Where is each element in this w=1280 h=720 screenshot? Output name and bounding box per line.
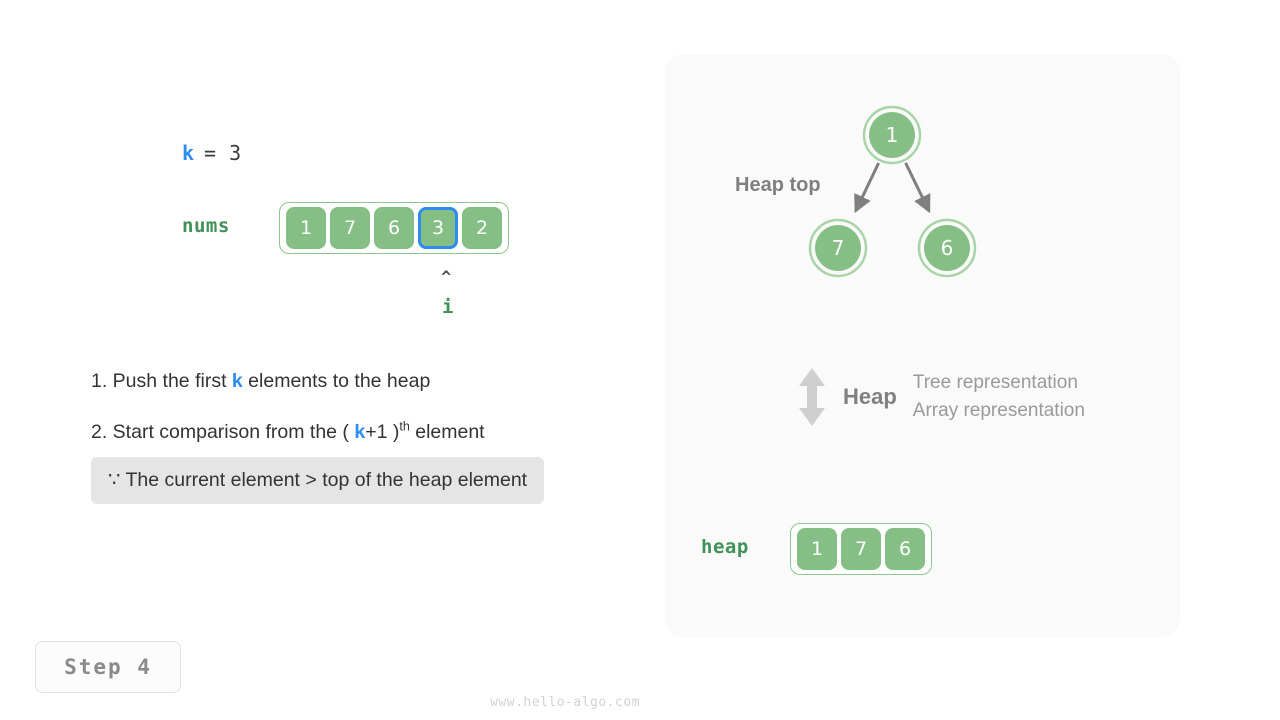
step-2-suffix: element xyxy=(409,421,485,444)
tree-node-root: 1 xyxy=(862,105,922,165)
heap-cell: 7 xyxy=(841,528,881,570)
legend-array-representation: Array representation xyxy=(912,400,1085,421)
k-variable-name: k xyxy=(182,141,196,165)
step-2-line: 2. Start comparison from the ( k+1 )th e… xyxy=(91,419,651,445)
step-badge: Step 4 xyxy=(35,641,181,693)
nums-cell: 6 xyxy=(374,207,414,249)
tree-node-ring xyxy=(808,218,868,278)
tree-node-value: 1 xyxy=(886,123,899,147)
tree-node-value: 6 xyxy=(941,236,954,260)
tree-node-ring xyxy=(917,218,977,278)
nums-cell: 1 xyxy=(286,207,326,249)
heap-top-label: Heap top xyxy=(735,174,821,196)
step-2-prefix: 2. Start comparison from the ( xyxy=(91,421,355,444)
tree-node-circle xyxy=(869,112,915,158)
pointer-index-label: i xyxy=(442,296,454,318)
k-equals-sign: = xyxy=(204,141,218,165)
step-1-prefix: 1. Push the first xyxy=(91,370,232,392)
tree-edge xyxy=(904,162,931,214)
nums-cell: 3 xyxy=(418,207,458,249)
step-1-suffix: elements to the heap xyxy=(242,370,431,392)
nums-cell: 7 xyxy=(330,207,370,249)
double-arrow-vertical-icon xyxy=(799,368,825,426)
nums-cell: 2 xyxy=(462,207,502,249)
pointer-caret-icon: ^ xyxy=(441,268,452,288)
tree-edges xyxy=(854,162,931,214)
legend-lines: Tree representation Array representation xyxy=(913,369,1085,424)
watermark: www.hello-algo.com xyxy=(490,695,640,710)
step-1-line: 1. Push the first k elements to the heap xyxy=(91,368,651,394)
nums-array-label: nums xyxy=(182,215,230,237)
k-variable-row: k = 3 xyxy=(182,141,242,165)
k-variable-value: 3 xyxy=(229,141,243,165)
heap-array-label: heap xyxy=(701,536,749,558)
tree-node-value: 7 xyxy=(832,236,845,260)
step-2-ordinal-suffix: th xyxy=(399,419,410,434)
heap-cell: 1 xyxy=(797,528,837,570)
heap-representation-legend: Heap Tree representation Array represent… xyxy=(795,366,1085,428)
tree-node-right-child: 6 xyxy=(917,218,977,278)
step-1-k-variable: k xyxy=(231,370,243,392)
reason-callout: ∵ The current element > top of the heap … xyxy=(91,456,545,504)
step-2-mid: +1 ) xyxy=(365,421,400,444)
tree-edge xyxy=(854,162,880,214)
tree-node-circle xyxy=(924,225,970,271)
tree-nodes: 1 7 6 xyxy=(808,105,977,278)
heap-tree-diagram: 1 7 6 xyxy=(808,105,977,278)
tree-node-ring xyxy=(862,105,922,165)
step-2-k-variable: k xyxy=(354,421,366,444)
heap-cell: 6 xyxy=(885,528,925,570)
legend-tree-representation: Tree representation xyxy=(912,372,1078,394)
legend-heap-word: Heap xyxy=(843,384,897,409)
tree-node-left-child: 7 xyxy=(808,218,868,278)
steps-description: 1. Push the first k elements to the heap… xyxy=(91,368,651,504)
tree-node-circle xyxy=(815,225,861,271)
